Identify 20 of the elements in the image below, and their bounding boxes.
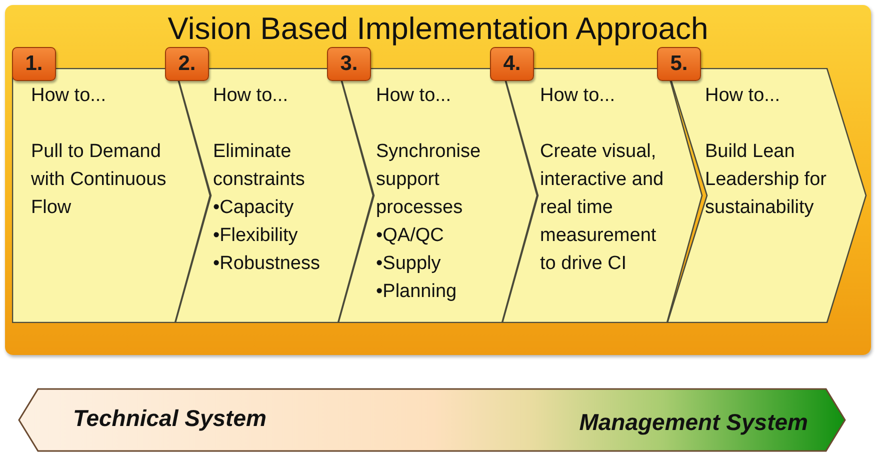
bullet-item: •Supply [376,252,442,276]
step-text: Eliminate constraints [213,140,306,192]
step-number-badge: 4. [490,47,534,81]
step-heading: How to... [213,84,289,108]
panel-title: Vision Based Implementation Approach [168,11,708,47]
system-label: Technical System [73,405,266,432]
step-heading: How to... [705,84,781,108]
step-number-badge: 5. [657,47,701,81]
step-text: Build Lean Leadership for sustainability [705,140,828,220]
step-heading: How to... [540,84,616,108]
bullet-item: •Flexibility [213,224,299,248]
step-heading: How to... [376,84,452,108]
step-number-badge: 3. [327,47,371,81]
system-label: Management System [579,409,808,436]
bullet-item: •Planning [376,280,458,304]
bullet-item: •QA/QC [376,224,445,248]
step-text: Synchronise support processes [376,140,482,220]
step-text: Create visual, interactive and real time measurement to drive CI [540,140,665,276]
bullet-item: •Robustness [213,252,321,276]
bullet-item: •Capacity [213,196,295,220]
